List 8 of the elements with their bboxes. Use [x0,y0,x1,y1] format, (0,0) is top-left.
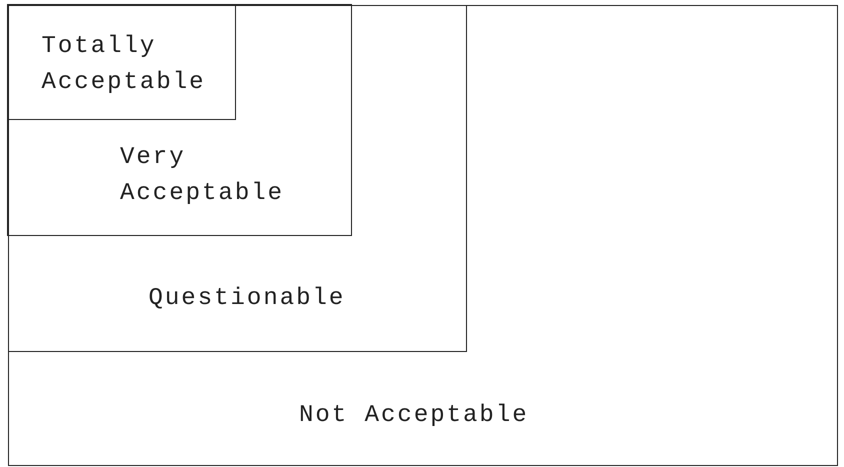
region-box [7,4,352,236]
zone-label: Very Acceptable [120,143,286,209]
zone-label: Questionable [148,284,346,314]
region-box [8,4,466,352]
zone-label: Totally Acceptable [42,32,207,98]
region-box [8,5,838,466]
region-box [6,4,236,120]
zone-label: Not Acceptable [299,401,530,431]
